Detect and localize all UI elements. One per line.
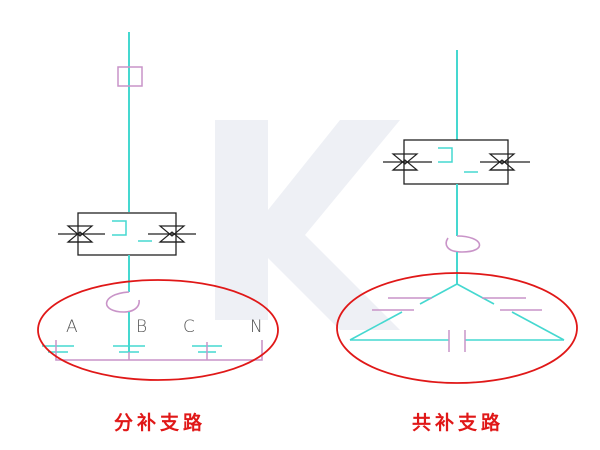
neutral-bus	[55, 340, 263, 361]
watermark-logo	[215, 120, 400, 330]
reactor-coil-icon	[105, 291, 140, 313]
right-highlight-ellipse	[336, 272, 578, 384]
delta-capacitor-bank	[349, 283, 565, 352]
phase-label-b: B	[136, 317, 147, 337]
fuse-icon	[117, 66, 143, 87]
reactor-coil-icon	[445, 235, 481, 253]
left-highlight-ellipse	[37, 279, 279, 381]
left-branch-circuit: A B C N	[37, 32, 279, 381]
thyristor-switch-icon	[383, 139, 530, 185]
phase-label-c: C	[183, 317, 195, 337]
thyristor-switch-icon	[58, 212, 196, 256]
capacitor-icon	[448, 330, 466, 352]
right-branch-circuit	[336, 50, 578, 384]
right-branch-caption: 共补支路	[411, 412, 504, 434]
phase-label-n: N	[250, 317, 263, 337]
capacitor-icon	[482, 297, 542, 311]
capacitor-icon	[372, 297, 432, 311]
phase-label-a: A	[66, 317, 78, 337]
left-branch-caption: 分补支路	[113, 412, 206, 434]
